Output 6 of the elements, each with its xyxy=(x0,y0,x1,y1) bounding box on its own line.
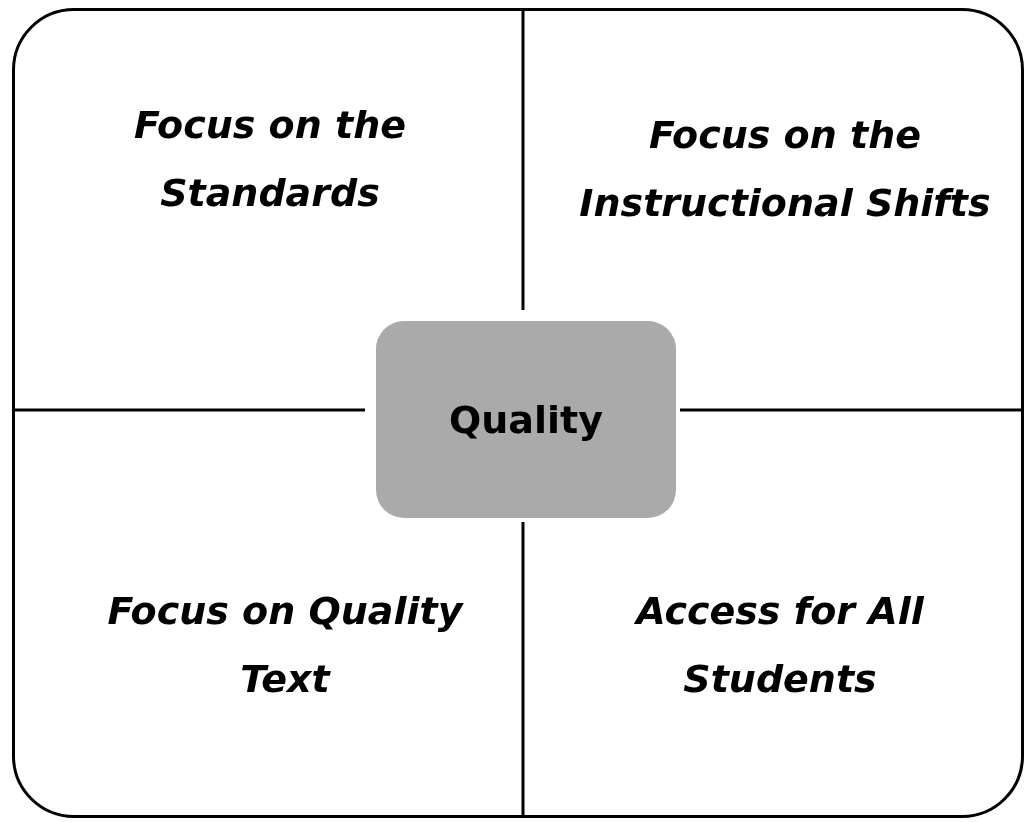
quadrant-label: Focus on the Standards xyxy=(55,91,485,227)
quadrant-label: Focus on the Instructional Shifts xyxy=(550,101,1020,237)
frame-border xyxy=(12,8,1024,818)
center-label: Quality xyxy=(376,321,676,518)
quadrant-label: Access for All Students xyxy=(560,577,1000,713)
quadrant-label: Focus on Quality Text xyxy=(70,577,500,713)
